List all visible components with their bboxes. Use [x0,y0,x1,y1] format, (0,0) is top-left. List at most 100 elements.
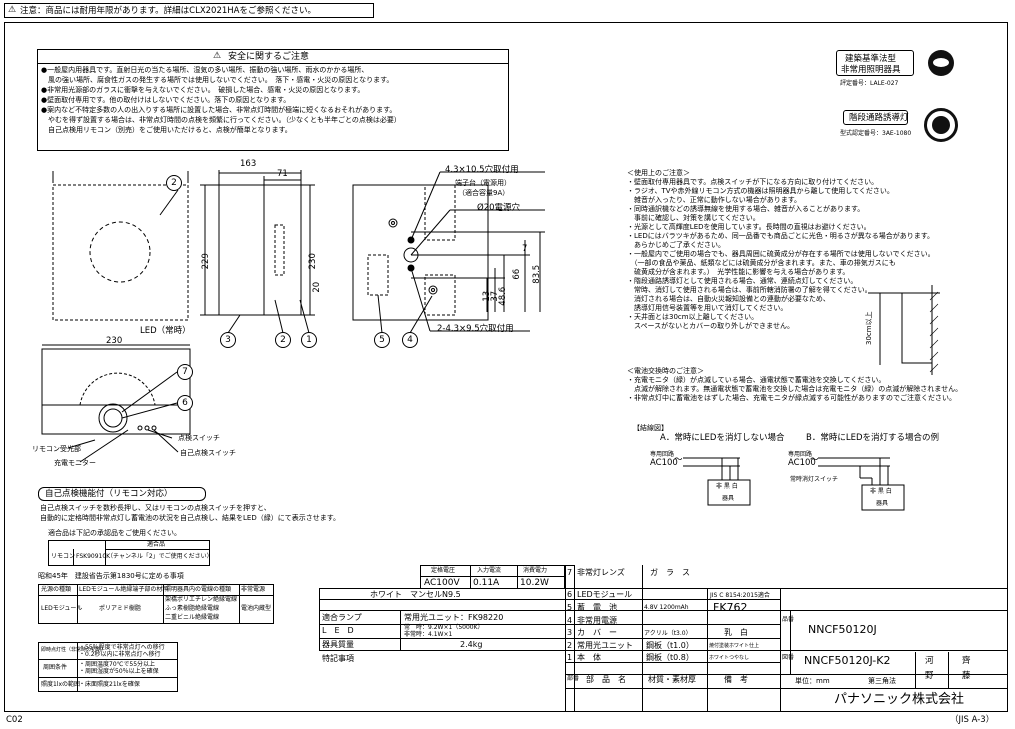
std-row-header: 即時点灯性（非常時の初期） [41,647,107,653]
cert-seal-icon [924,108,958,142]
ceiling-30cm: 30cm以上 [865,311,873,345]
table-line [319,638,781,639]
rating-power: 10.2W [520,578,549,588]
signature: 河 [925,656,934,666]
remote-table: 適合品 リモコン FSK90910K （チャンネル「2」でご使用ください） [48,540,213,566]
usage-line: ・一般屋内でご使用の場合でも、器具周囲に硫黄成分が存在する場所では使用しないでく… [627,250,935,258]
part-no: 1 [567,653,573,662]
part-balloon: 2 [166,175,182,191]
wiring-ac: AC100 [788,458,816,468]
part-name: 常用光ユニット [577,641,633,650]
usage-line: 消灯される場合は、自動火災報知設備との連動が必要なため、 [627,295,830,303]
terminal-label: 端子台（電源用） [455,179,511,187]
usage-line: ・LEDにはバラツキがあるため、同一品番でも商品ごとに光色・明るさが異なる場合が… [627,232,935,240]
warning-icon: ⚠ [8,5,17,15]
remote-label: リモコン [51,553,76,560]
finish-color: ホワイト マンセルN9.5 [370,590,461,599]
part-balloon: 6 [177,395,193,411]
test-switch-label: 点検スイッチ [178,434,220,442]
dim-7: 7 [522,244,528,254]
standard-table-2: 即時点灯性（非常時の初期） ・55％程度で非常点灯への移行 ・0.2秒以内に非常… [38,642,178,692]
usage-line: 事前に確認し、対策を講じてください。 [627,214,760,222]
std-header: LEDモジュール絶縁端子部の材料 [79,586,169,593]
usage-line: （一部の食品や薬品、紙類などには硫黄成分が含まれます。また、車の排気ガスにも [627,259,896,267]
remote-note: 適合品は下記の承認品をご使用ください。 [48,529,181,537]
dim-230: 230 [307,253,318,270]
usage-line: ・天井面とは30cm以上離してください。 [627,313,759,321]
part-balloon: 7 [177,364,193,380]
unit: 単位：mm [795,677,830,685]
usage-line: 雑音が入ったり、正常に動作しない場合があります。 [627,196,802,204]
table-line [319,624,781,625]
warning-icon: ⚠ [213,51,222,61]
table-line [565,662,781,663]
cert-title: 建築基準法型 [845,54,897,64]
part-name: LEDモジュール [577,590,633,599]
table-line [319,650,1007,651]
wiring-fixture: 器具 [722,495,735,502]
wiring-b-title: B．常時にLEDを消灯する場合の例 [806,433,939,443]
safety-line: ●非常用光源部のガラスに衝撃を与えないでください。 破損した場合、感電・火災の原… [41,86,365,94]
battery-line: 点滅が解除されます。無通電状態で蓄電池を交換した場合は充電モニタ（緑）の点滅が解… [627,385,963,393]
top-warning-text: 注意：商品には耐用年限があります。詳細はCLX2021HAをご参照ください。 [20,6,316,16]
table-line [420,565,575,566]
parts-header: 部番 [567,675,580,682]
std-header: 非常電源 [241,586,266,593]
wiring-title: 【結線図】 [633,424,668,432]
usage-line: ・階段通路誘導灯として使用される場合、通常、連続点灯してください。 [627,277,858,285]
led-value: 常 時：9.2W×1（5000K） [404,624,484,631]
usage-line: 硫黄成分が含まれます。） 光学性能に影響を与える場合があります。 [627,268,850,276]
usage-line: 誘導灯用信号装置等を用いて消灯してください。 [627,304,788,312]
rating-header: 定格電圧 [431,567,456,574]
safety-line: ●壁面取付専用です。他の取付けはしないでください。落下の原因となります。 [41,96,291,104]
usage-line: 常時、消灯して使用される場合は、事前所轄消防署の了解を得てください。 [627,286,872,294]
lamp-value: 常用光ユニット：FK98220 [404,613,504,622]
part-material: 鋼板（t1.0） [646,641,694,650]
std-row-header: 周囲条件 [43,664,68,671]
footer-size: （JIS A-3） [950,715,995,725]
table-vline [915,652,916,689]
wiring-terminals: 非 黒 白 [716,483,738,490]
part-material: 鋼板（t0.8） [646,653,694,662]
remote-model: FSK90910K [76,553,111,560]
cert-seal-inner [933,58,949,67]
part-name: カ バ ー [577,628,617,637]
std-value: LEDモジュール [41,605,83,612]
wiring-terminals: 非 黒 白 [870,488,892,495]
table-vline [400,610,401,650]
wiring-fixture: 器具 [876,500,889,507]
std-row-value: ・床面照度21lxを確保 [79,681,140,688]
std-header: 光源の種類 [41,586,72,593]
safety-line: ●一般屋内用器具です。直射日光の当たる場所、湿気の多い場所、振動の強い場所、雨水… [41,66,369,74]
part-balloon: 5 [374,332,390,348]
part-note: FK762 [713,601,748,614]
part-no: 3 [567,628,573,637]
led-value: 非常時：4.1W×1 [404,631,453,638]
usage-line: ・光源として高輝度LEDを使用しています。長時間の直視はお避けください。 [627,223,871,231]
led-label: LED（常時） [140,326,191,336]
ac-source-icon: ～ [674,455,683,465]
part-note: JIS C 8154:2015適合 [710,592,770,599]
drawing-number: NNCF50120J-K2 [804,654,891,667]
wiring-a-title: A．常時にLEDを消灯しない場合 [660,433,785,443]
selfcheck-line: 自動的に定格時間非常点灯し蓄電池の状況を自己点検し、結果をLED（緑）にて表示さ… [40,514,341,522]
table-line [565,688,1007,689]
dim-163: 163 [240,159,257,169]
dim-66: 66 [512,268,523,280]
hinban-label: 品番 [782,616,795,623]
dim-20: 20 [312,281,323,293]
table-vline [948,652,949,689]
cert-title: 非常用照明器具 [841,65,901,75]
table-line [565,674,1007,675]
part-note: 焼付塗装ホワイト仕上 [709,643,760,649]
cert-number: 評定番号：LALE-027 [840,80,899,87]
std-row-value: ・55％程度で非常点灯への移行 [79,644,165,651]
hole2-label: 2-4.3×9.5穴取付用 [437,324,514,334]
mass-value: 2.4kg [460,640,483,649]
parts-header: 備 考 [724,675,748,684]
remote-header: 適合品 [147,541,166,548]
std-value: ポリアミド樹脂 [99,605,141,612]
cert-box-2: 階段通路誘導灯 [843,110,909,125]
charge-monitor-label: 充電モニター [54,459,96,467]
